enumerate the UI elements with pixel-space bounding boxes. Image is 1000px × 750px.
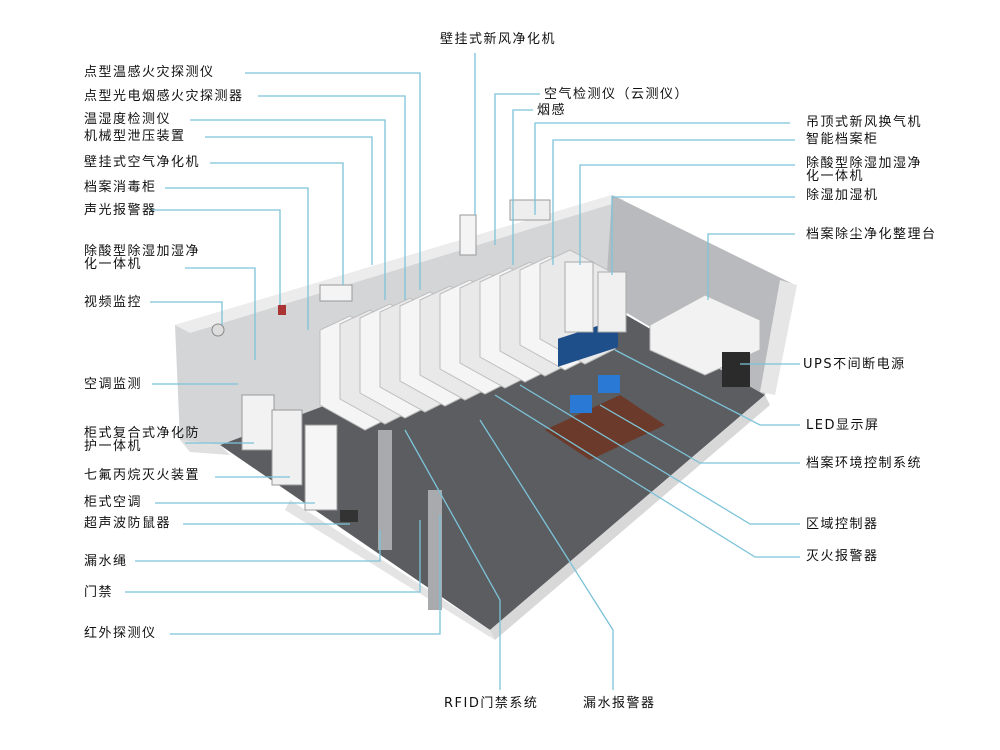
leader-line — [185, 267, 256, 360]
ups-power — [722, 352, 750, 387]
label-left: 柜式空调 — [84, 495, 143, 510]
leader-line — [150, 209, 281, 305]
leader-line — [205, 136, 373, 265]
leader-line — [579, 164, 795, 265]
label-right: 除湿加湿机 — [806, 188, 879, 203]
ultrasonic-rat-repeller — [340, 510, 358, 522]
control-desk — [545, 395, 665, 460]
label-right: 档案除尘净化整理台 — [806, 227, 937, 242]
label-right: UPS不间断电源 — [803, 357, 906, 372]
sound-light-alarm — [278, 305, 286, 315]
ceiling-air-exchanger — [509, 199, 551, 221]
leader-line — [611, 196, 795, 275]
label-right: LED显示屏 — [806, 418, 880, 433]
label-left: 七氟丙烷灭火装置 — [84, 468, 201, 483]
label-air-detector: 空气检测仪（云测仪） — [544, 87, 690, 102]
label-smoke-detector: 烟感 — [537, 103, 567, 118]
dehumidifier — [597, 271, 627, 333]
leader-line — [404, 429, 501, 690]
leader-line — [125, 520, 421, 593]
label-right: 区域控制器 — [806, 517, 879, 532]
monitor — [570, 395, 592, 413]
label-left: 声光报警器 — [84, 203, 157, 218]
leader-line — [552, 139, 795, 265]
room-floor — [220, 300, 765, 630]
front-left-wall — [180, 440, 230, 455]
leader-line — [190, 119, 386, 300]
cabinet-ac — [241, 394, 275, 451]
leader-lines — [125, 53, 800, 690]
label-left: 视频监控 — [84, 295, 143, 310]
label-left: 门禁 — [84, 585, 114, 600]
video-camera — [211, 323, 225, 337]
access-gate — [378, 430, 392, 550]
label-right: 智能档案柜 — [806, 132, 879, 147]
label-left: 空调监测 — [84, 377, 143, 392]
leader-line — [614, 349, 800, 426]
wall-fresh-air-unit — [459, 214, 477, 256]
leader-line — [534, 122, 790, 215]
right-wall-front — [760, 280, 797, 395]
leader-line — [479, 419, 614, 690]
acid-dehumidifier-right — [564, 261, 594, 333]
label-left: 机械型泄压装置 — [84, 129, 186, 144]
label-left: 红外探测仪 — [84, 626, 157, 641]
leader-line — [258, 95, 406, 300]
leader-line — [519, 384, 800, 525]
label-leak-alarm: 漏水报警器 — [583, 696, 656, 711]
label-left: 壁挂式空气净化机 — [84, 155, 201, 170]
access-gate — [428, 490, 442, 610]
leader-line — [245, 72, 421, 290]
leader-line — [494, 93, 540, 245]
label-right: 除酸型除湿加湿净化一体机 — [806, 156, 923, 184]
label-right: 灭火报警器 — [806, 549, 879, 564]
wall-air-purifier — [319, 284, 353, 302]
leader-line — [165, 187, 309, 330]
leader-line — [170, 515, 441, 635]
label-left: 档案消毒柜 — [84, 180, 157, 195]
monitor — [598, 375, 620, 393]
label-left: 漏水绳 — [84, 554, 128, 569]
front-left-low-wall — [285, 500, 495, 640]
label-left: 点型温感火灾探测仪 — [84, 65, 215, 80]
label-left: 超声波防鼠器 — [84, 516, 172, 531]
label-rfid-access-system: RFID门禁系统 — [444, 696, 539, 711]
label-left: 除酸型除湿加湿净化一体机 — [84, 244, 201, 272]
leader-line — [135, 530, 381, 562]
leader-line — [150, 301, 223, 325]
composite-purifier — [271, 409, 303, 486]
leader-line — [512, 109, 533, 265]
label-right: 档案环境控制系统 — [806, 456, 923, 471]
label-wall-fresh-air-unit: 壁挂式新风净化机 — [440, 32, 557, 47]
leader-line — [210, 162, 344, 285]
leader-line — [494, 394, 800, 558]
label-left: 温湿度检测仪 — [84, 112, 172, 127]
leader-line — [707, 233, 795, 300]
label-right: 吊顶式新风换气机 — [806, 115, 923, 130]
label-left: 点型光电烟感火灾探测器 — [84, 89, 244, 104]
leader-line — [599, 404, 800, 464]
label-left: 柜式复合式净化防护一体机 — [84, 426, 201, 454]
fire-extinguishing-device — [304, 424, 338, 511]
front-right-wall — [490, 395, 770, 640]
